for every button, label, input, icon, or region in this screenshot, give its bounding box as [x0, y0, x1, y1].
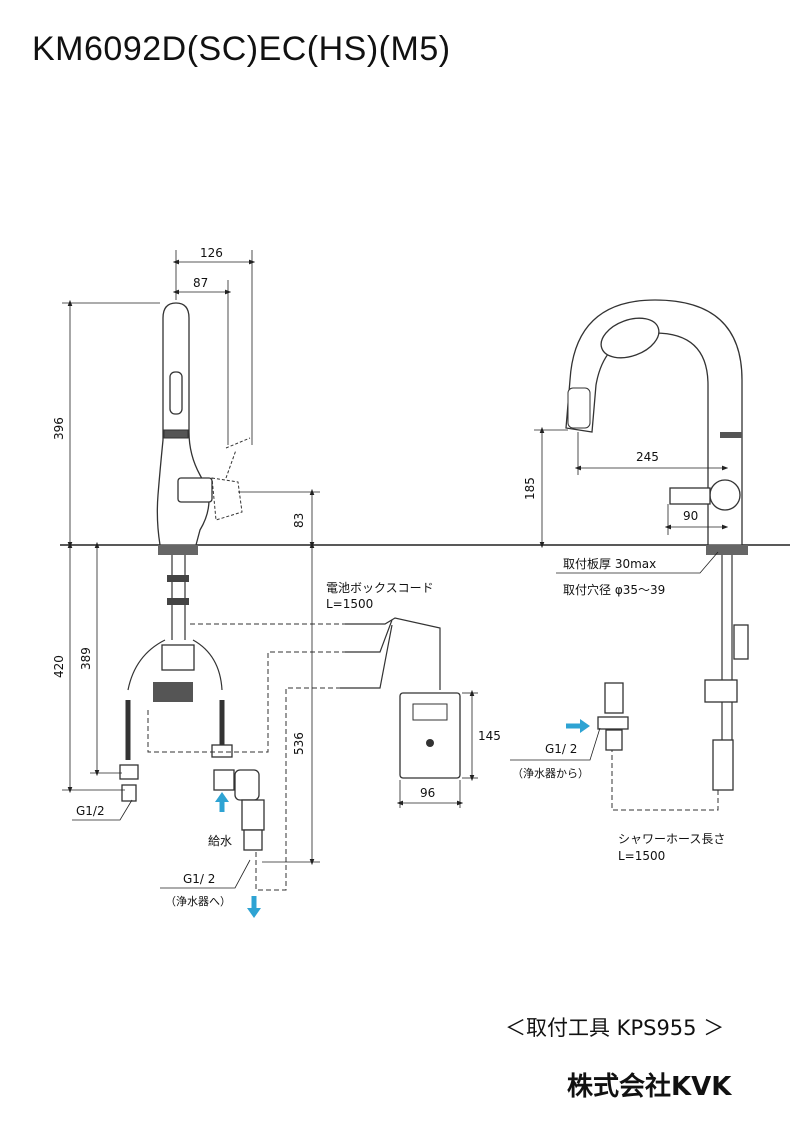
dim-389: 389 [79, 647, 93, 670]
arrow-up-icon [215, 792, 229, 812]
water-supply-label: 給水 [208, 834, 232, 848]
from-purifier-label: （浄水器から） [512, 766, 589, 780]
shower-hose-label: シャワーホース長さ [618, 832, 725, 846]
dimension-lines [62, 250, 729, 866]
dim-90: 90 [683, 509, 698, 523]
to-purifier-label: （浄水器へ） [165, 894, 231, 908]
battery-cord-label: 電池ボックスコード [326, 581, 434, 595]
leader-lines [72, 551, 719, 889]
dim-536: 536 [292, 732, 306, 755]
mounting-tool-caption: ＜取付工具 KPS955 ＞ [505, 1016, 725, 1040]
dim-185: 185 [523, 477, 537, 500]
left-faucet [156, 302, 251, 555]
dim-87: 87 [193, 276, 208, 290]
left-plumbing [119, 555, 345, 891]
battery-box [340, 617, 461, 779]
right-faucet [565, 299, 749, 811]
dim-83: 83 [292, 513, 306, 528]
mount-thickness-label: 取付板厚 30max [563, 557, 656, 571]
g12-bottom-label: G1/ 2 [183, 872, 215, 886]
g12-right-label: G1/ 2 [545, 742, 577, 756]
purifier-connector [597, 682, 629, 751]
battery-cord-length: L=1500 [326, 597, 373, 611]
dim-396: 396 [52, 417, 66, 440]
dim-96: 96 [420, 786, 435, 800]
dim-145: 145 [478, 729, 501, 743]
brand-logo: 株式会社KVK [567, 1072, 732, 1102]
arrow-down-icon [247, 896, 261, 918]
dim-126: 126 [200, 246, 223, 260]
shower-hose-length: L=1500 [618, 849, 665, 863]
arrow-right-icon [566, 719, 590, 733]
dim-420: 420 [52, 655, 66, 678]
mount-hole-label: 取付穴径 φ35～39 [563, 582, 665, 597]
dim-245: 245 [636, 450, 659, 464]
g12-left-label: G1/2 [76, 804, 105, 818]
page-title: KM6092D(SC)EC(HS)(M5) [32, 30, 451, 68]
